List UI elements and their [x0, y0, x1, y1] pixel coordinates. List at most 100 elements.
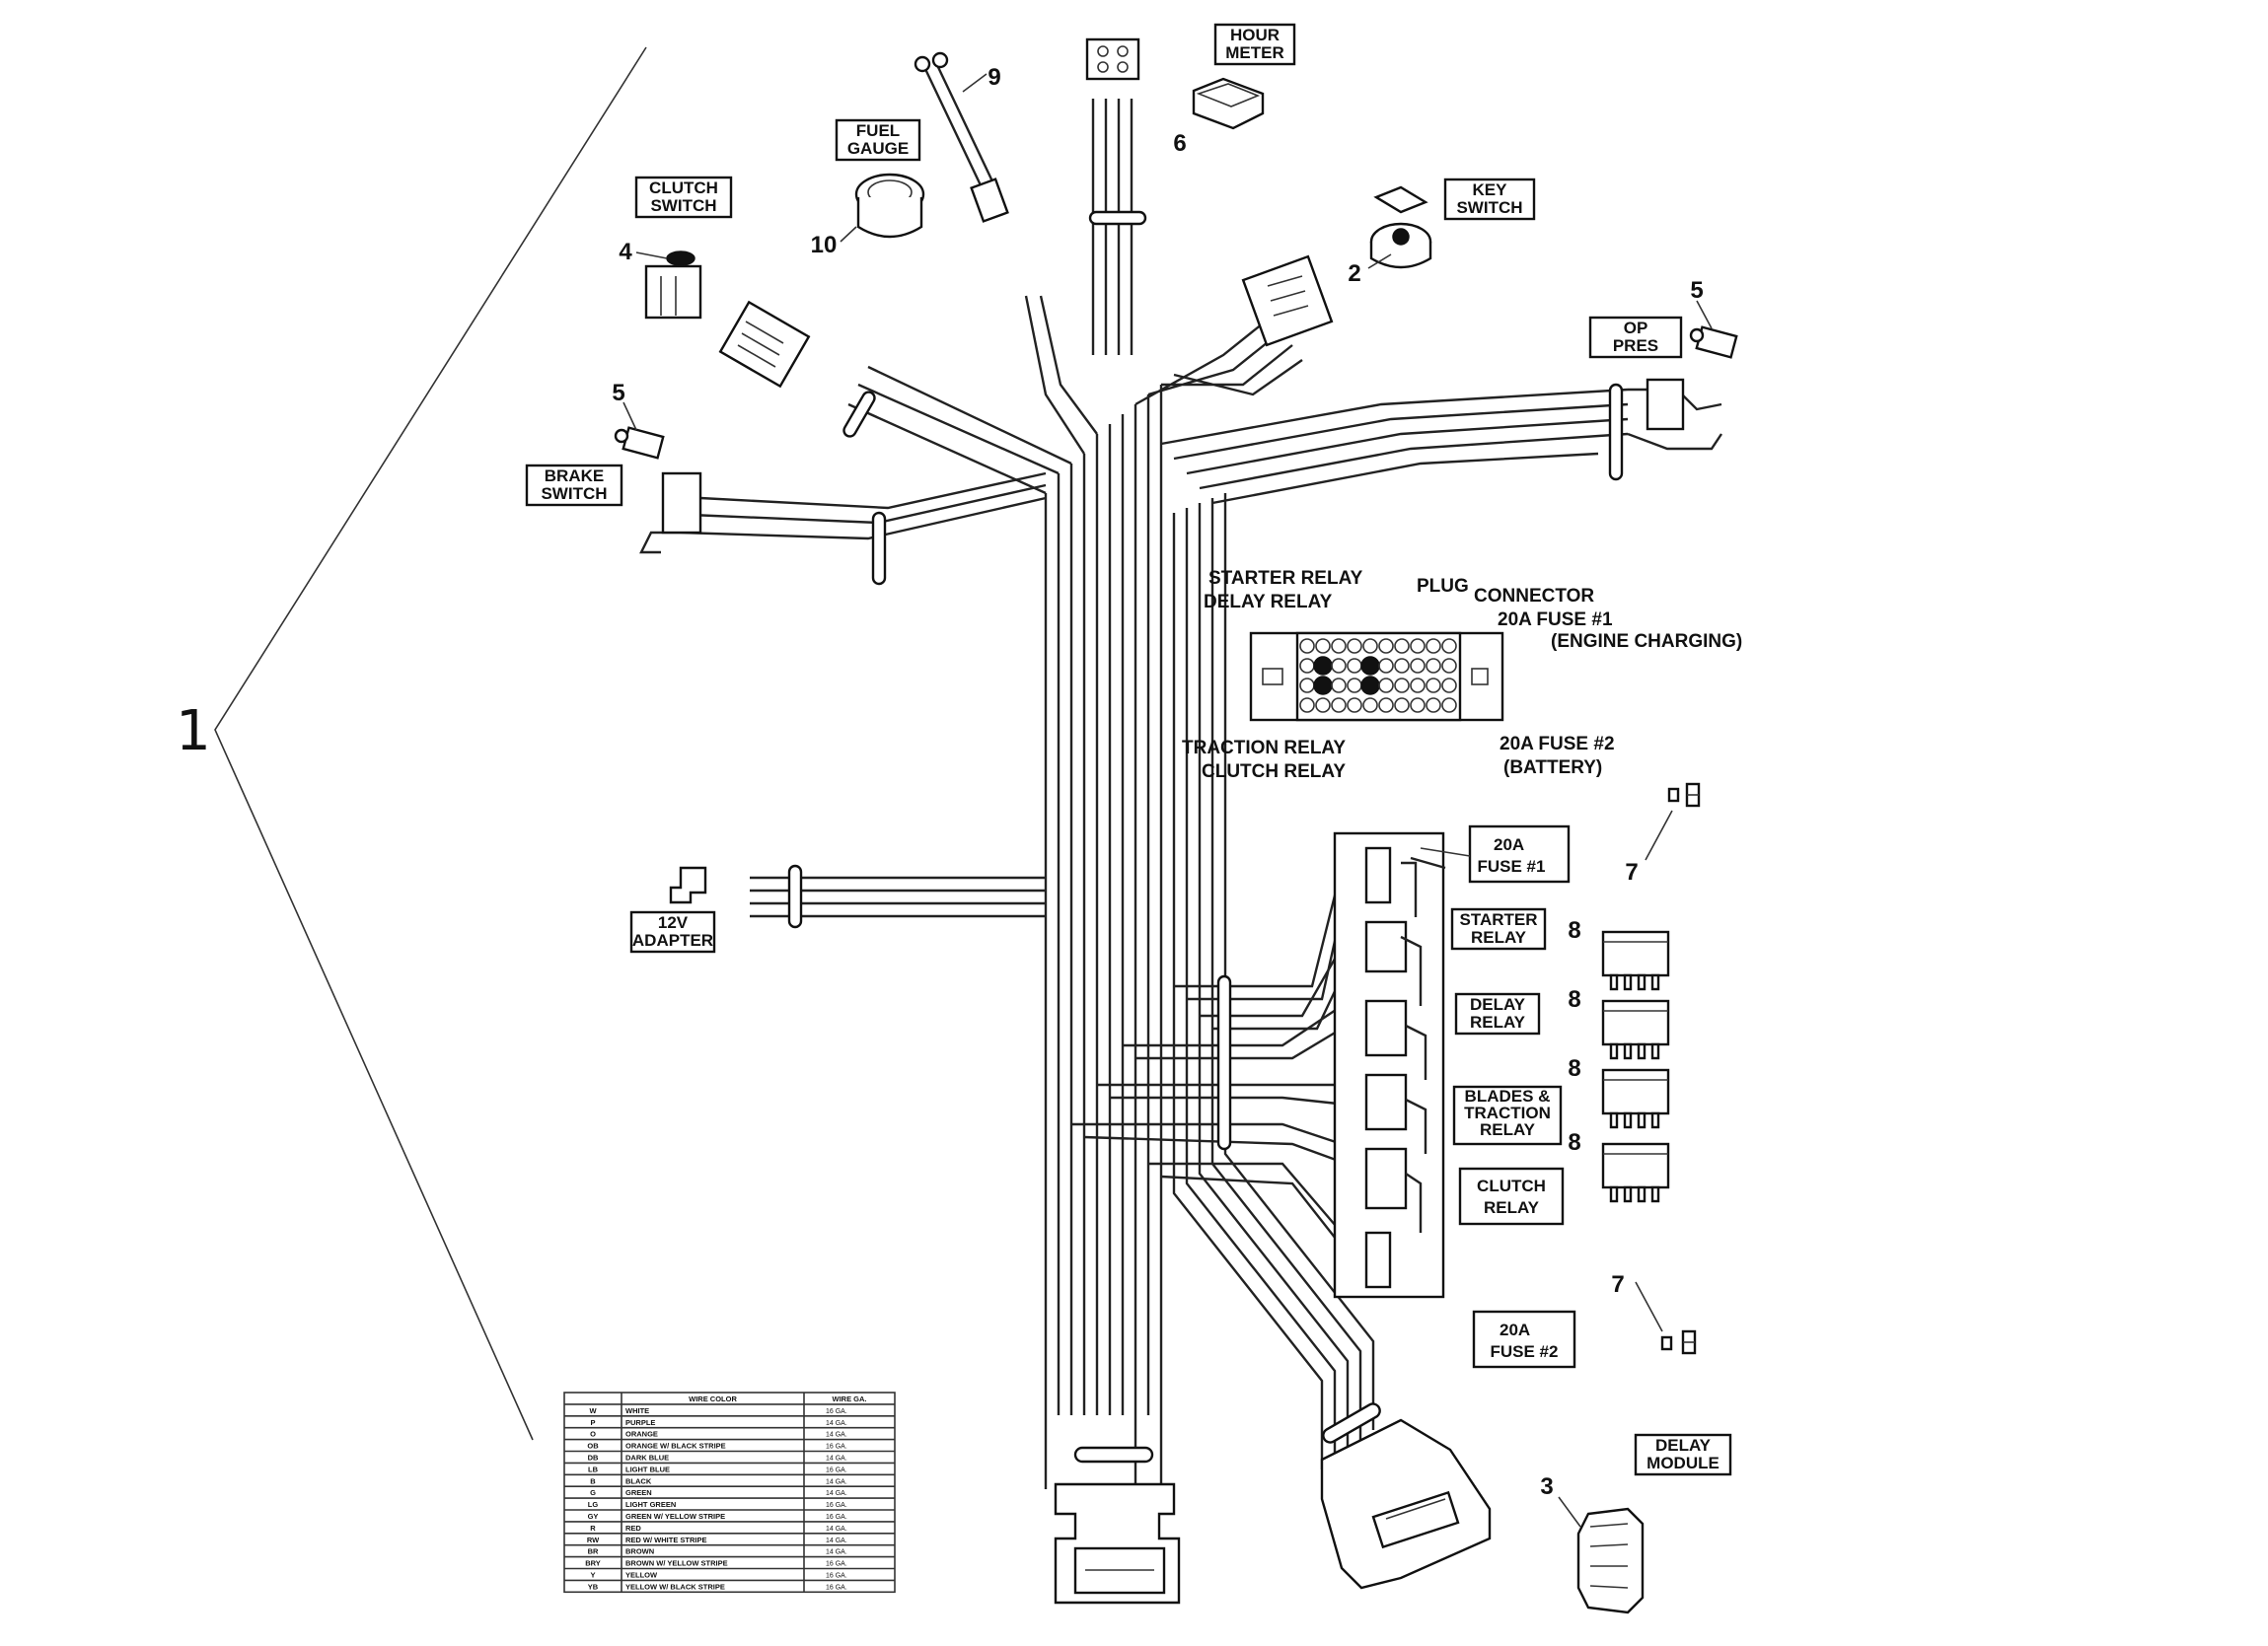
clutch-switch-connector — [718, 300, 811, 389]
plug-pin — [1441, 638, 1457, 654]
wire-gauge: 16 GA. — [826, 1502, 847, 1509]
plug-pin — [1426, 638, 1441, 654]
key-switch-label-box — [1443, 178, 1536, 221]
svg-text:RELAY: RELAY — [1471, 928, 1527, 947]
wire-gauge: 14 GA. — [826, 1478, 847, 1485]
plug-pin — [1410, 658, 1426, 674]
panel-clutch-relay — [1364, 1147, 1408, 1210]
svg-text:FUSE #2: FUSE #2 — [1491, 1342, 1559, 1361]
assembly-number: 1 — [176, 699, 211, 763]
hour-meter-connector — [1085, 37, 1140, 81]
svg-text:PRES: PRES — [1613, 336, 1658, 355]
wire-gauge: 16 GA. — [826, 1561, 847, 1568]
svg-text:(BATTERY): (BATTERY) — [1503, 757, 1602, 778]
svg-text:FUEL: FUEL — [856, 121, 900, 140]
wire-color: YELLOW W/ BLACK STRIPE — [625, 1582, 725, 1591]
harness-wires — [639, 99, 1722, 1489]
svg-text:ADAPTER: ADAPTER — [632, 931, 713, 950]
fuel-gauge: FUEL GAUGE 10 — [811, 118, 925, 258]
plug-pin — [1299, 697, 1315, 713]
svg-text:GAUGE: GAUGE — [847, 139, 909, 158]
wire-color: ORANGE W/ BLACK STRIPE — [625, 1442, 726, 1451]
callout-fuse-lower: 7 — [1611, 1271, 1624, 1298]
wire-table-header-color: WIRE COLOR — [689, 1395, 737, 1403]
svg-text:CLUTCH RELAY: CLUTCH RELAY — [1202, 761, 1346, 782]
op-pres-label-box — [1588, 316, 1683, 359]
fuse-upper: 7 — [1625, 782, 1701, 886]
wire-gauge: 16 GA. — [826, 1514, 847, 1521]
fuse2-label-box — [1472, 1310, 1576, 1369]
hour-meter-body — [1192, 77, 1265, 130]
svg-text:TRACTION: TRACTION — [1464, 1104, 1551, 1122]
assembly-bracket: 1 — [176, 46, 647, 1441]
wire-color: GREEN — [625, 1488, 652, 1497]
delay-module-label-box — [1634, 1433, 1732, 1476]
svg-text:DELAY: DELAY — [1655, 1436, 1712, 1455]
plug-pin — [1410, 638, 1426, 654]
fuse1-label-box — [1468, 824, 1571, 884]
callout-fuel-gauge: 10 — [811, 232, 838, 258]
wire-gauge: 14 GA. — [826, 1432, 847, 1439]
plug-pin — [1347, 697, 1362, 713]
panel-starter-relay — [1364, 920, 1408, 973]
starter-relay-label-box — [1450, 907, 1547, 951]
relay-1: 8 — [1568, 917, 1670, 991]
wire-code: RW — [587, 1536, 600, 1544]
callout-clutch-switch: 4 — [619, 239, 632, 265]
svg-text:SWITCH: SWITCH — [1456, 198, 1522, 217]
relay-labels: 20A FUSE #1 STARTER RELAY DELAY RELAY BL… — [1420, 824, 1732, 1476]
svg-text:DELAY: DELAY — [1470, 995, 1526, 1014]
plug-pin — [1410, 678, 1426, 693]
plug-pin — [1441, 678, 1457, 693]
bundle-ties — [787, 210, 1624, 1464]
op-pres-connector — [1646, 378, 1685, 431]
panel-blades-relay — [1364, 1073, 1408, 1131]
wire-code: BRY — [585, 1559, 601, 1568]
svg-text:RELAY: RELAY — [1484, 1198, 1540, 1217]
svg-text:TRACTION RELAY: TRACTION RELAY — [1182, 738, 1346, 758]
clutch-switch-label-box — [634, 176, 733, 219]
svg-text:RELAY: RELAY — [1470, 1013, 1526, 1032]
svg-text:FUSE #1: FUSE #1 — [1478, 857, 1546, 876]
blades-traction-label-box — [1452, 1085, 1563, 1146]
panel-delay-relay — [1364, 999, 1408, 1057]
hour-meter-label-box — [1213, 23, 1296, 66]
wire-color: BLACK — [625, 1476, 652, 1485]
plug-pin — [1394, 697, 1410, 713]
op-pressure-sensor: OP PRES 5 — [1588, 277, 1738, 431]
plug-pin — [1394, 658, 1410, 674]
plug-pin — [1331, 658, 1347, 674]
wire-gauge: 14 GA. — [826, 1549, 847, 1556]
wire-code: W — [589, 1406, 597, 1415]
plug-pin — [1331, 678, 1347, 693]
svg-text:METER: METER — [1225, 43, 1284, 62]
callout-relay: 8 — [1568, 1055, 1580, 1082]
relay-2: 8 — [1568, 986, 1670, 1060]
svg-text:RELAY: RELAY — [1480, 1120, 1536, 1139]
wire-code: Y — [590, 1571, 595, 1580]
bottom-connector-main — [1054, 1482, 1181, 1605]
wire-code: LG — [588, 1500, 599, 1509]
svg-text:20A: 20A — [1500, 1321, 1530, 1339]
panel-fuse-2 — [1364, 1231, 1392, 1289]
plug-pin — [1426, 678, 1441, 693]
wire-color: PURPLE — [625, 1418, 655, 1427]
plug-pin — [1362, 697, 1378, 713]
wire-color: DARK BLUE — [625, 1454, 669, 1463]
wire-code: R — [590, 1524, 596, 1533]
wire-table-header-gauge: WIRE GA. — [833, 1395, 867, 1403]
callout-fuse-upper: 7 — [1625, 859, 1638, 886]
brake-switch: 5 BRAKE SWITCH — [525, 380, 702, 535]
svg-text:STARTER: STARTER — [1459, 910, 1537, 929]
svg-text:20A: 20A — [1494, 835, 1524, 854]
svg-text:CONNECTOR: CONNECTOR — [1474, 586, 1594, 607]
